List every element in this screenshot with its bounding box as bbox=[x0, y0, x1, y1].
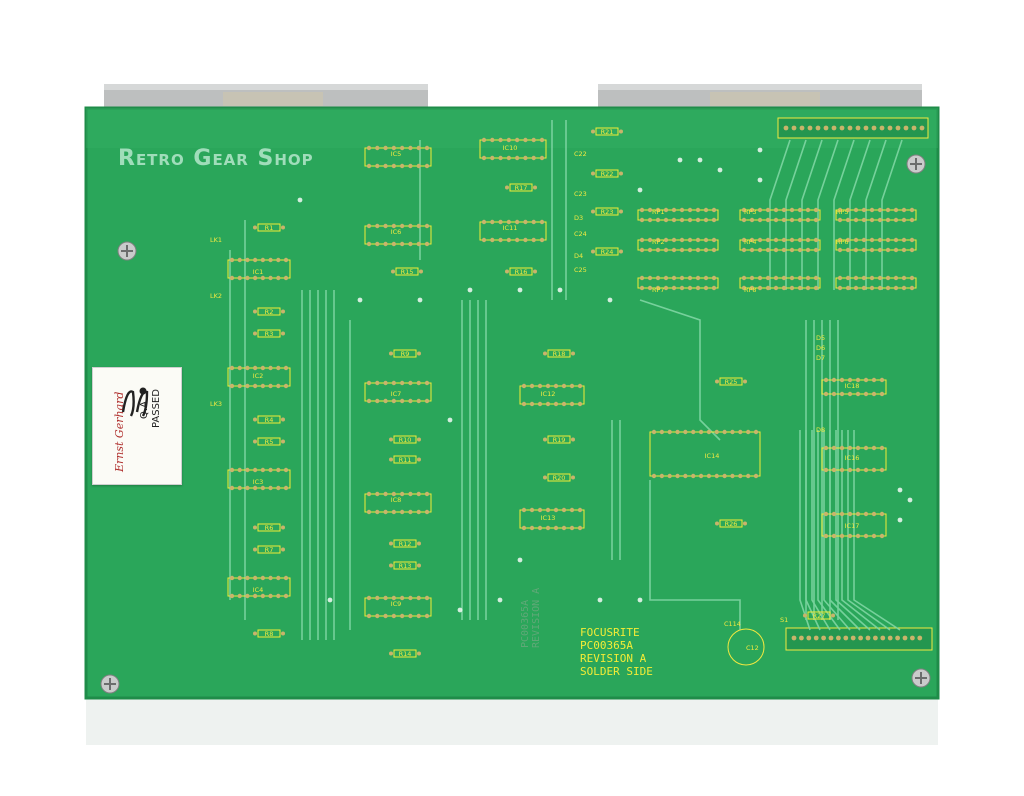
misc-ref-label: C22 bbox=[574, 150, 587, 158]
misc-ref-label: RP5 bbox=[836, 208, 849, 216]
resistor-ref-label: R25 bbox=[725, 378, 738, 386]
misc-ref-label: LK3 bbox=[210, 400, 222, 408]
component-footprints bbox=[227, 127, 917, 658]
misc-ref-label: RP6 bbox=[836, 238, 849, 246]
resistor-ref-label: R11 bbox=[399, 456, 412, 464]
misc-ref-label: D6 bbox=[816, 344, 825, 352]
circuit-board bbox=[86, 108, 938, 698]
reference-designators: IC1IC2IC3IC4IC5IC6IC7IC8IC9IC10IC11IC12I… bbox=[210, 128, 859, 658]
resistor-ref-label: R22 bbox=[601, 170, 614, 178]
resistor-ref-label: R19 bbox=[553, 436, 566, 444]
ic-ref-label: IC11 bbox=[503, 224, 518, 232]
misc-ref-label: C25 bbox=[574, 266, 587, 274]
misc-ref-label: D8 bbox=[816, 426, 825, 434]
resistor-ref-label: R9 bbox=[401, 350, 410, 358]
resistor-ref-label: R5 bbox=[265, 438, 274, 446]
ic-ref-label: IC12 bbox=[541, 390, 556, 398]
misc-ref-label: RP4 bbox=[744, 238, 757, 246]
ic-ref-label: IC8 bbox=[391, 496, 402, 504]
ic-ref-label: IC7 bbox=[391, 390, 402, 398]
resistor-ref-label: R26 bbox=[725, 520, 738, 528]
resistor-ref-label: R10 bbox=[399, 436, 412, 444]
misc-ref-label: C12 bbox=[746, 644, 759, 652]
misc-ref-label: D3 bbox=[574, 214, 583, 222]
misc-ref-label: LK2 bbox=[210, 292, 222, 300]
ic-ref-label: IC10 bbox=[503, 144, 518, 152]
ic-ref-label: IC18 bbox=[845, 382, 860, 390]
resistor-ref-label: R27 bbox=[813, 612, 826, 620]
ic-ref-label: IC9 bbox=[391, 600, 402, 608]
misc-ref-label: S1 bbox=[780, 616, 788, 624]
copper-traces bbox=[229, 120, 903, 640]
misc-ref-label: C24 bbox=[574, 230, 587, 238]
ic-ref-label: IC14 bbox=[705, 452, 720, 460]
resistor-ref-label: R23 bbox=[601, 208, 614, 216]
misc-ref-label: RP7 bbox=[652, 286, 665, 294]
misc-ref-label: RP8 bbox=[744, 286, 757, 294]
misc-ref-label: C23 bbox=[574, 190, 587, 198]
resistor-ref-label: R21 bbox=[601, 128, 614, 136]
misc-ref-label: C114 bbox=[724, 620, 741, 628]
ic-ref-label: IC4 bbox=[253, 586, 264, 594]
resistor-ref-label: R8 bbox=[265, 630, 274, 638]
resistor-ref-label: R2 bbox=[265, 308, 274, 316]
misc-ref-label: D4 bbox=[574, 252, 583, 260]
resistor-ref-label: R20 bbox=[553, 474, 566, 482]
resistor-ref-label: R13 bbox=[399, 562, 412, 570]
resistor-ref-label: R16 bbox=[515, 268, 528, 276]
connector-pad-strip bbox=[777, 117, 929, 139]
capacitor-c12 bbox=[727, 628, 765, 666]
ic-ref-label: IC5 bbox=[391, 150, 402, 158]
misc-ref-label: RP3 bbox=[744, 208, 757, 216]
resistor-ref-label: R7 bbox=[265, 546, 274, 554]
resistor-ref-label: R12 bbox=[399, 540, 412, 548]
ic-ref-label: IC17 bbox=[845, 522, 860, 530]
ic-ref-label: IC1 bbox=[253, 268, 264, 276]
resistor-ref-label: R24 bbox=[601, 248, 614, 256]
misc-ref-label: D7 bbox=[816, 354, 825, 362]
resistor-ref-label: R18 bbox=[553, 350, 566, 358]
resistor-ref-label: R15 bbox=[401, 268, 414, 276]
ic-ref-label: IC6 bbox=[391, 228, 402, 236]
ic-ref-label: IC13 bbox=[541, 514, 556, 522]
solder-pads bbox=[229, 125, 925, 656]
ic-ref-label: IC2 bbox=[253, 372, 264, 380]
misc-ref-label: RP1 bbox=[652, 208, 665, 216]
resistor-ref-label: R14 bbox=[399, 650, 412, 658]
resistor-ref-label: R3 bbox=[265, 330, 274, 338]
misc-ref-label: LK1 bbox=[210, 236, 222, 244]
misc-ref-label: RP2 bbox=[652, 238, 665, 246]
resistor-ref-label: R6 bbox=[265, 524, 274, 532]
ic-ref-label: IC3 bbox=[253, 478, 264, 486]
resistor-ref-label: R17 bbox=[515, 184, 528, 192]
misc-ref-label: D5 bbox=[816, 334, 825, 342]
ic-ref-label: IC16 bbox=[845, 454, 860, 462]
resistor-ref-label: R4 bbox=[265, 416, 274, 424]
resistor-ref-label: R1 bbox=[265, 224, 274, 232]
mounting-screw-icon bbox=[100, 154, 931, 694]
